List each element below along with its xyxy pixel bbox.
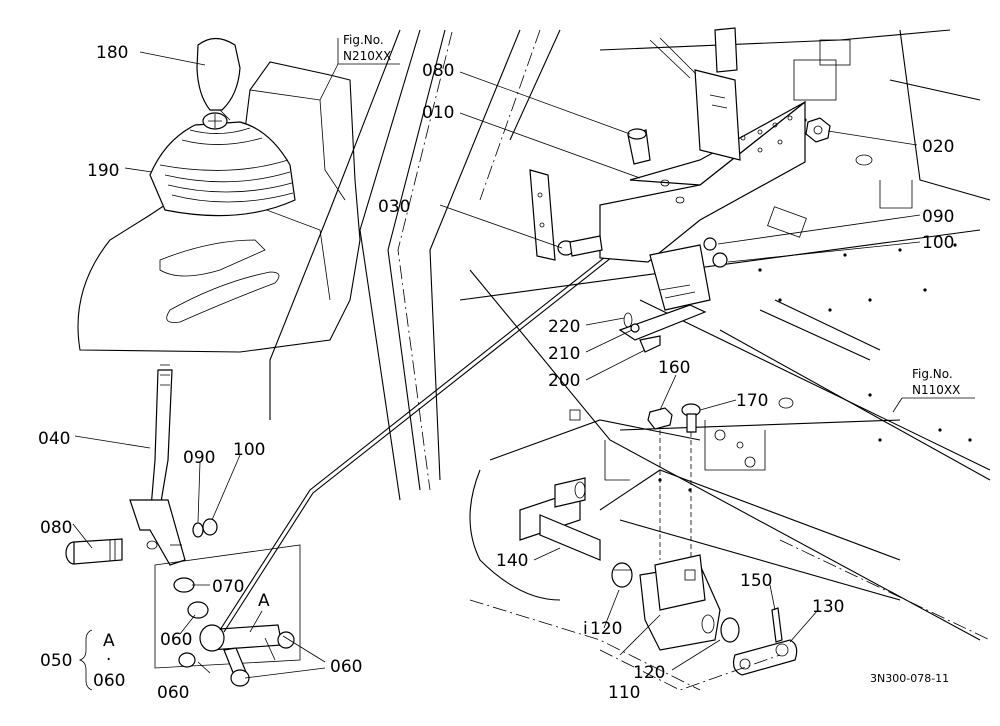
fig-ref-top-label: Fig.No.: [343, 33, 384, 47]
callout-020: 020: [922, 137, 954, 157]
clip-200-210-220: [618, 244, 711, 353]
bracket-010: [529, 100, 806, 263]
callout-010: 010: [422, 103, 454, 123]
group-050-bottom: 060: [93, 671, 125, 691]
callout-100-left: 100: [233, 440, 265, 460]
callout-120-left: 120: [590, 619, 622, 639]
control-rod: [219, 189, 693, 633]
fig-ref-top-number: N210XX: [343, 49, 391, 63]
fig-ref-right-label: Fig.No.: [912, 367, 953, 381]
housing-110: [639, 554, 721, 651]
callout-060-b: 060: [330, 657, 362, 677]
callout-040: 040: [38, 429, 70, 449]
callout-110: 110: [608, 683, 640, 703]
callout-060-a: 060: [160, 630, 192, 650]
callout-070: 070: [212, 577, 244, 597]
group-050-dot: ·: [106, 650, 111, 670]
callout-220: 220: [548, 317, 580, 337]
link-130: [732, 639, 798, 676]
upright-bracket: [649, 27, 741, 161]
callout-190: 190: [87, 161, 119, 181]
callout-150: 150: [740, 571, 772, 591]
callout-100-right: 100: [922, 233, 954, 253]
assembly-050: [154, 544, 301, 687]
fig-ref-top: Fig.No. N210XX: [343, 33, 391, 63]
shift-boot: [149, 112, 296, 217]
callout-080-left: 080: [40, 518, 72, 538]
leader-lines: [72, 38, 975, 679]
nut-090-100-right: [703, 237, 728, 268]
callout-160: 160: [658, 358, 690, 378]
fig-ref-right: Fig.No. N110XX: [912, 367, 960, 397]
fig-ref-right-number: N110XX: [912, 383, 960, 397]
group-050-brace: [78, 629, 93, 691]
bushing-120-right: [720, 617, 740, 643]
callout-200: 200: [548, 371, 580, 391]
bolt-160: [647, 407, 673, 560]
group-050-list: A · 060: [93, 631, 125, 691]
pin-140: [519, 477, 601, 561]
marker-i: i: [583, 619, 588, 639]
callout-120-right: 120: [633, 663, 665, 683]
callout-130: 130: [812, 597, 844, 617]
nut-020: [805, 117, 831, 143]
shift-lever-040: [129, 364, 186, 566]
group-050-top: A: [103, 631, 115, 651]
callout-A: A: [258, 591, 270, 611]
shift-knob: [196, 37, 241, 121]
callout-090-right: 090: [922, 207, 954, 227]
callout-090-left: 090: [183, 448, 215, 468]
bolt-080-left: [65, 538, 123, 565]
callout-140: 140: [496, 551, 528, 571]
pin-150: [771, 607, 783, 643]
drawing-code: 3N300-078-11: [870, 672, 949, 685]
bolt-030: [557, 235, 603, 257]
group-110-guide: [599, 649, 781, 691]
callout-060-c: 060: [157, 683, 189, 703]
nut-washer-left: [192, 518, 218, 538]
callout-030: 030: [378, 197, 410, 217]
frame-outline: [269, 29, 991, 691]
callout-050: 050: [40, 651, 72, 671]
callout-labels: 180 190 040 090 100 080 070 060 060 060 …: [38, 43, 954, 703]
bushing-120-left: [611, 562, 633, 588]
callout-080-right: 080: [422, 61, 454, 81]
callout-170: 170: [736, 391, 768, 411]
callout-180: 180: [96, 43, 128, 63]
floor-holes: [658, 118, 972, 492]
callout-210: 210: [548, 344, 580, 364]
bolt-080-right: [627, 128, 651, 165]
